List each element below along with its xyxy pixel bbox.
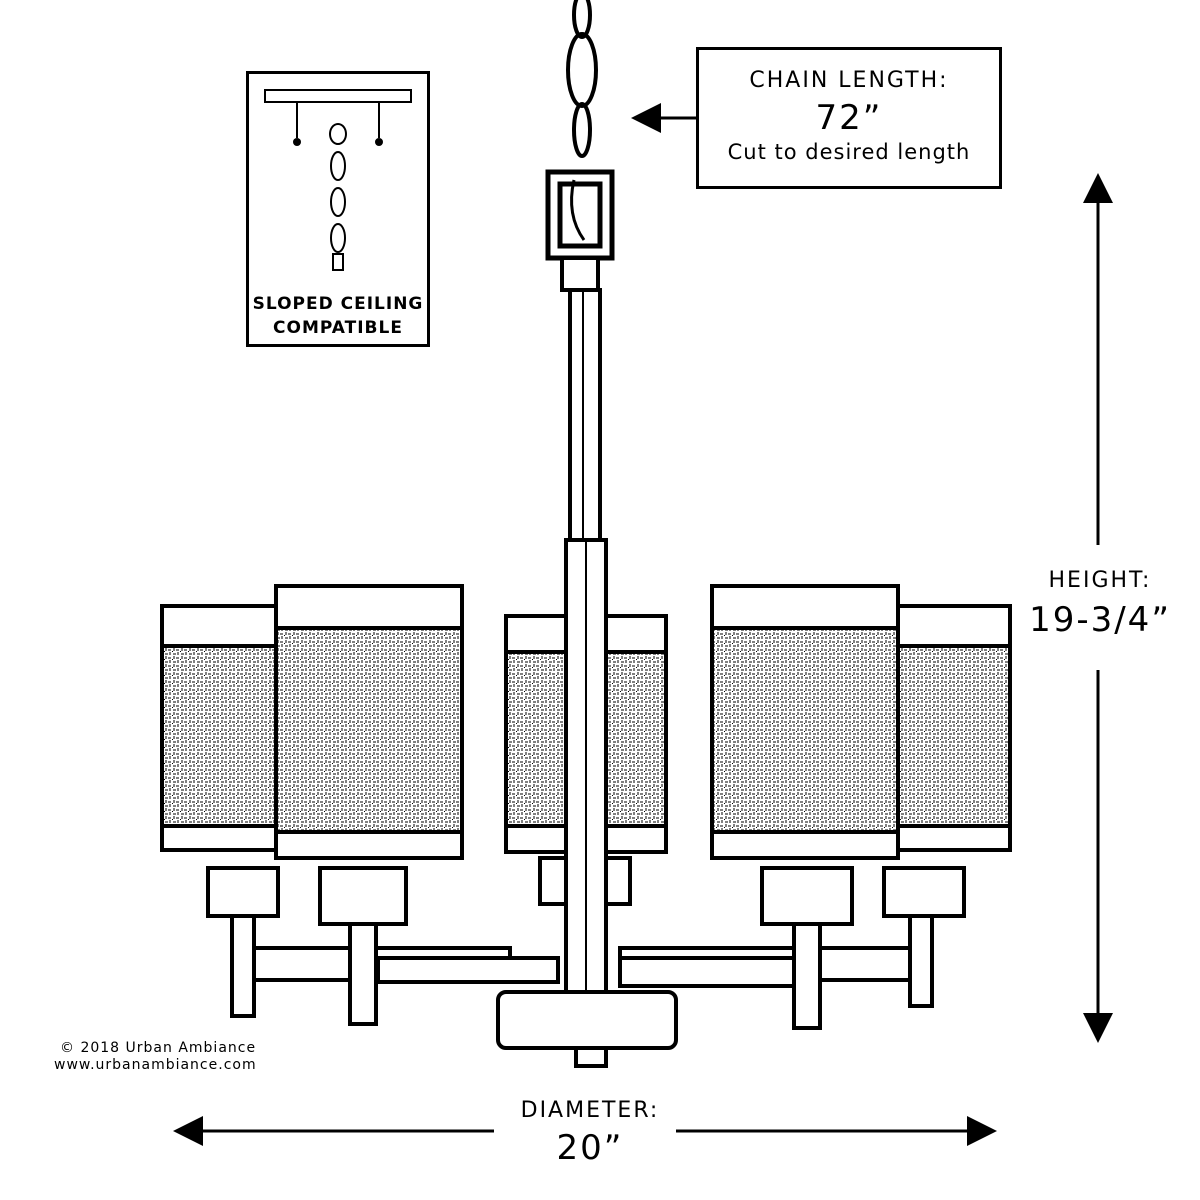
height-label: HEIGHT: — [1048, 568, 1152, 593]
shade-back-right — [890, 604, 1012, 852]
canopy-chain-icon — [264, 89, 412, 271]
chain-length-value: 72” — [815, 98, 883, 138]
shade-back-left — [160, 604, 288, 852]
chain-length-label: CHAIN LENGTH: — [749, 68, 949, 93]
center-column — [496, 538, 678, 1068]
chain — [566, 0, 598, 158]
height-value: 19-3/4” — [1029, 600, 1171, 640]
down-rod — [560, 256, 602, 552]
inset-caption-line1: SLOPED CEILING — [252, 294, 424, 314]
cups — [206, 856, 966, 1030]
shade-front-left — [274, 584, 464, 860]
loop-bracket — [545, 169, 615, 261]
inset-caption-line2: COMPATIBLE — [273, 318, 403, 338]
shade-front-right — [710, 584, 900, 860]
diameter-value: 20” — [556, 1128, 624, 1168]
chain-length-box — [696, 47, 1002, 189]
copyright-text: © 2018 Urban Ambiance — [60, 1040, 257, 1056]
sloped-ceiling-inset — [246, 71, 430, 347]
website-text: www.urbanambiance.com — [54, 1057, 257, 1073]
diameter-label: DIAMETER: — [520, 1098, 660, 1123]
chain-length-note: Cut to desired length — [727, 140, 971, 164]
